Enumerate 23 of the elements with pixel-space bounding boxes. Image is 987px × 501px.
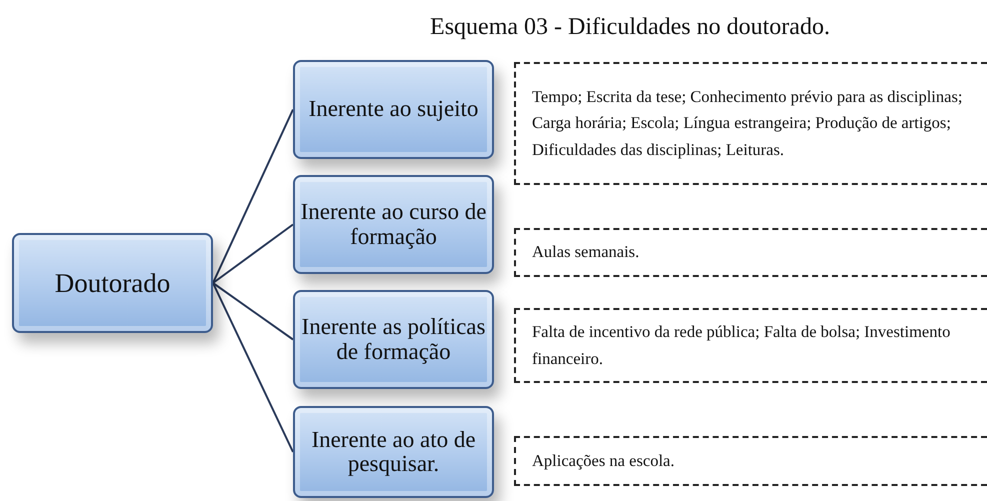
dashed-text-box [514, 436, 987, 486]
dashed-text-box [514, 62, 987, 185]
difficulty-list: Aplicações na escola. [532, 448, 979, 474]
connector-line [212, 282, 294, 340]
category-box [293, 175, 494, 274]
category-label: Inerente ao curso de formação [300, 200, 488, 249]
root-label: Doutorado [54, 268, 170, 298]
difficulty-list: Tempo; Escrita da tese; Conhecimento prévio para as disciplinas; Carga horária; Escola; Língua estrangeira; Produção de artigos; Dificuldades das disciplinas; Leituras. [532, 84, 979, 164]
category-label: Inerente as políticas de formação [300, 315, 486, 364]
category-box [293, 290, 494, 389]
category-box [293, 406, 494, 498]
dashed-text-box [514, 308, 987, 383]
difficulty-list: Falta de incentivo da rede pública; Falta de bolsa; Investimento financeiro. [532, 319, 979, 372]
connector-line [212, 282, 294, 452]
category-label: Inerente ao ato de pesquisar. [310, 428, 477, 476]
dashed-text-box [514, 228, 987, 277]
diagram-title: Esquema 03 - Dificuldades no doutorado. [429, 14, 831, 41]
category-label: Inerente ao sujeito [308, 97, 478, 122]
connector-line [212, 109, 294, 284]
difficulty-list: Aulas semanais. [532, 239, 979, 266]
category-box [293, 60, 494, 159]
root-box [12, 233, 213, 333]
connector-line [212, 224, 294, 284]
